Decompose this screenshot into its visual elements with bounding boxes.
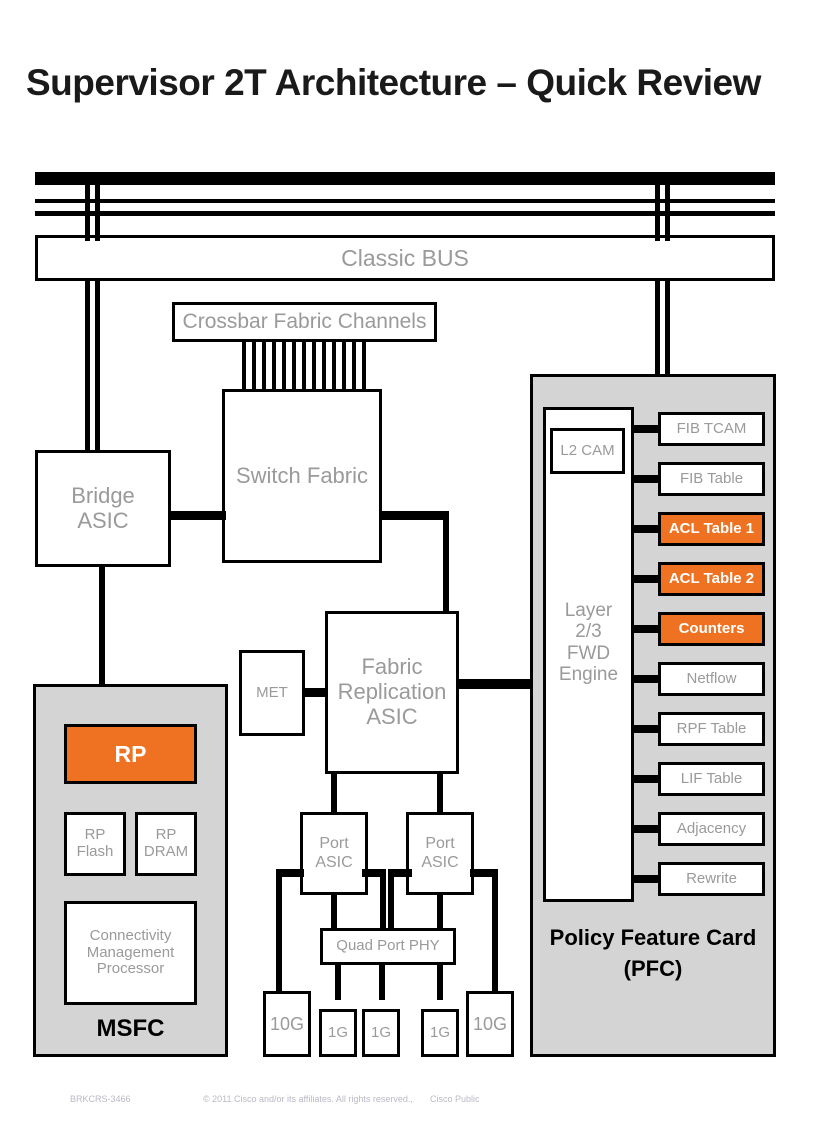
- port-1g-b: 1G: [362, 1009, 400, 1057]
- switch-fabric-block: Switch Fabric: [222, 389, 382, 563]
- bus-drop-right-c: [655, 278, 660, 376]
- fabric-replication-label-line1: Fabric: [361, 654, 423, 680]
- pfc-table-acl-table-1: ACL Table 1: [658, 512, 765, 546]
- port-10g-left: 10G: [263, 991, 311, 1057]
- met-to-fabricrep-link: [302, 688, 328, 697]
- portasic-right-arm-v: [492, 869, 498, 993]
- switchfabric-to-pfc-link-h: [379, 511, 449, 520]
- port-asic-right-label-line2: ASIC: [421, 853, 459, 871]
- quad-port-phy-block: Quad Port PHY: [320, 928, 456, 965]
- fwd-engine-label-line2: 2/3: [575, 621, 602, 643]
- bus-drop-right-a: [655, 185, 660, 241]
- fabricrep-to-portasic-right: [437, 771, 443, 814]
- bridge-asic-block: Bridge ASIC: [35, 450, 171, 567]
- bus-drop-left-d: [95, 278, 100, 453]
- rp-flash-label-line2: Flash: [76, 843, 114, 860]
- rp-dram-block: RP DRAM: [135, 812, 197, 876]
- portasic-left-center-drop: [331, 892, 337, 929]
- pfc-table-netflow: Netflow: [658, 662, 765, 696]
- pfc-table-adjacency: Adjacency: [658, 812, 765, 846]
- bus-drop-right-b: [665, 185, 670, 241]
- phy-drop-3: [437, 963, 443, 1000]
- port-asic-left-label-line1: Port: [319, 835, 349, 853]
- msfc-panel-label: MSFC: [96, 1015, 165, 1042]
- bus-drop-left-c: [85, 278, 90, 453]
- port-1g-c: 1G: [421, 1009, 459, 1057]
- fwd-engine-label-line4: Engine: [558, 664, 619, 686]
- portasic-left-arm-h: [276, 869, 304, 877]
- fabric-replication-label-line3: ASIC: [366, 703, 418, 729]
- bus-drop-left-a: [85, 185, 90, 241]
- bridge-asic-label-line1: Bridge: [71, 482, 135, 508]
- slide-footer: BRKCRS-3466 © 2011 Cisco and/or its affi…: [0, 1094, 816, 1114]
- phy-drop-2: [379, 963, 385, 1000]
- phy-drop-1: [335, 963, 341, 1000]
- crossbar-fabric-channels-block: Crossbar Fabric Channels: [172, 302, 437, 342]
- port-asic-left-label-line2: ASIC: [315, 853, 353, 871]
- pfc-table-fib-tcam: FIB TCAM: [658, 412, 765, 446]
- port-asic-right-label-line1: Port: [425, 835, 455, 853]
- bus-drop-left-b: [95, 185, 100, 241]
- backplane-bar-top: [35, 172, 775, 185]
- pfc-table-rewrite: Rewrite: [658, 862, 765, 896]
- cmp-label-line2: Management: [86, 943, 175, 961]
- port-1g-a: 1G: [319, 1009, 357, 1057]
- portasic-right-center-drop: [437, 892, 443, 929]
- bridge-asic-label-line2: ASIC: [77, 507, 129, 533]
- pfc-table-acl-table-2: ACL Table 2: [658, 562, 765, 596]
- pfc-panel-label-line1: Policy Feature Card: [549, 925, 757, 950]
- switchfabric-to-fabricrep-link-v: [443, 511, 449, 616]
- fabric-replication-asic-block: Fabric Replication ASIC: [325, 611, 459, 774]
- bridge-to-msfc-link: [99, 564, 105, 734]
- pfc-table-rpf-table: RPF Table: [658, 712, 765, 746]
- footer-classification: Cisco Public: [430, 1094, 480, 1104]
- connectivity-management-processor-block: Connectivity Management Processor: [64, 901, 197, 1005]
- bridge-to-switchfabric-link: [168, 511, 226, 520]
- backplane-bar-middle: [35, 199, 775, 216]
- pfc-panel-label-line2: (PFC): [623, 956, 683, 982]
- cmp-label-line3: Processor: [96, 960, 165, 978]
- classic-bus-block: Classic BUS: [35, 235, 775, 281]
- portasic-left-inner-v: [380, 869, 386, 929]
- met-block: MET: [239, 650, 305, 736]
- portasic-right-inner-v: [388, 869, 394, 929]
- port-asic-left-block: Port ASIC: [300, 812, 368, 895]
- pfc-table-fib-table: FIB Table: [658, 462, 765, 496]
- page-title: Supervisor 2T Architecture – Quick Revie…: [26, 62, 761, 103]
- pfc-table-lif-table: LIF Table: [658, 762, 765, 796]
- footer-session-code: BRKCRS-3466: [70, 1094, 131, 1104]
- portasic-left-inner-h: [362, 869, 386, 877]
- rp-dram-label-line1: RP: [155, 826, 177, 844]
- portasic-right-inner-h: [388, 869, 412, 877]
- fabricrep-to-pfc-link: [456, 679, 542, 689]
- bus-drop-right-d: [665, 278, 670, 376]
- fwd-engine-label-line3: FWD: [566, 642, 611, 664]
- portasic-left-arm-v: [276, 869, 282, 993]
- fabric-replication-label-line2: Replication: [337, 679, 447, 705]
- footer-copyright: © 2011 Cisco and/or its affiliates. All …: [203, 1094, 413, 1104]
- rp-flash-label-line1: RP: [84, 826, 106, 844]
- fabricrep-to-portasic-left: [331, 771, 337, 814]
- layer23-fwd-engine-block: Layer 2/3 FWD Engine: [543, 407, 634, 902]
- l2-cam-block: L2 CAM: [550, 428, 625, 474]
- pfc-panel-label: Policy Feature Card (PFC): [530, 925, 776, 982]
- portasic-right-arm-h: [470, 869, 498, 877]
- port-asic-right-block: Port ASIC: [406, 812, 474, 895]
- pfc-table-counters: Counters: [658, 612, 765, 646]
- cmp-label-line1: Connectivity: [89, 926, 172, 944]
- rp-block: RP: [64, 724, 197, 784]
- rp-flash-block: RP Flash: [64, 812, 126, 876]
- fwd-engine-label-line1: Layer: [564, 600, 613, 621]
- port-10g-right: 10G: [466, 991, 514, 1057]
- rp-dram-label-line2: DRAM: [143, 843, 189, 860]
